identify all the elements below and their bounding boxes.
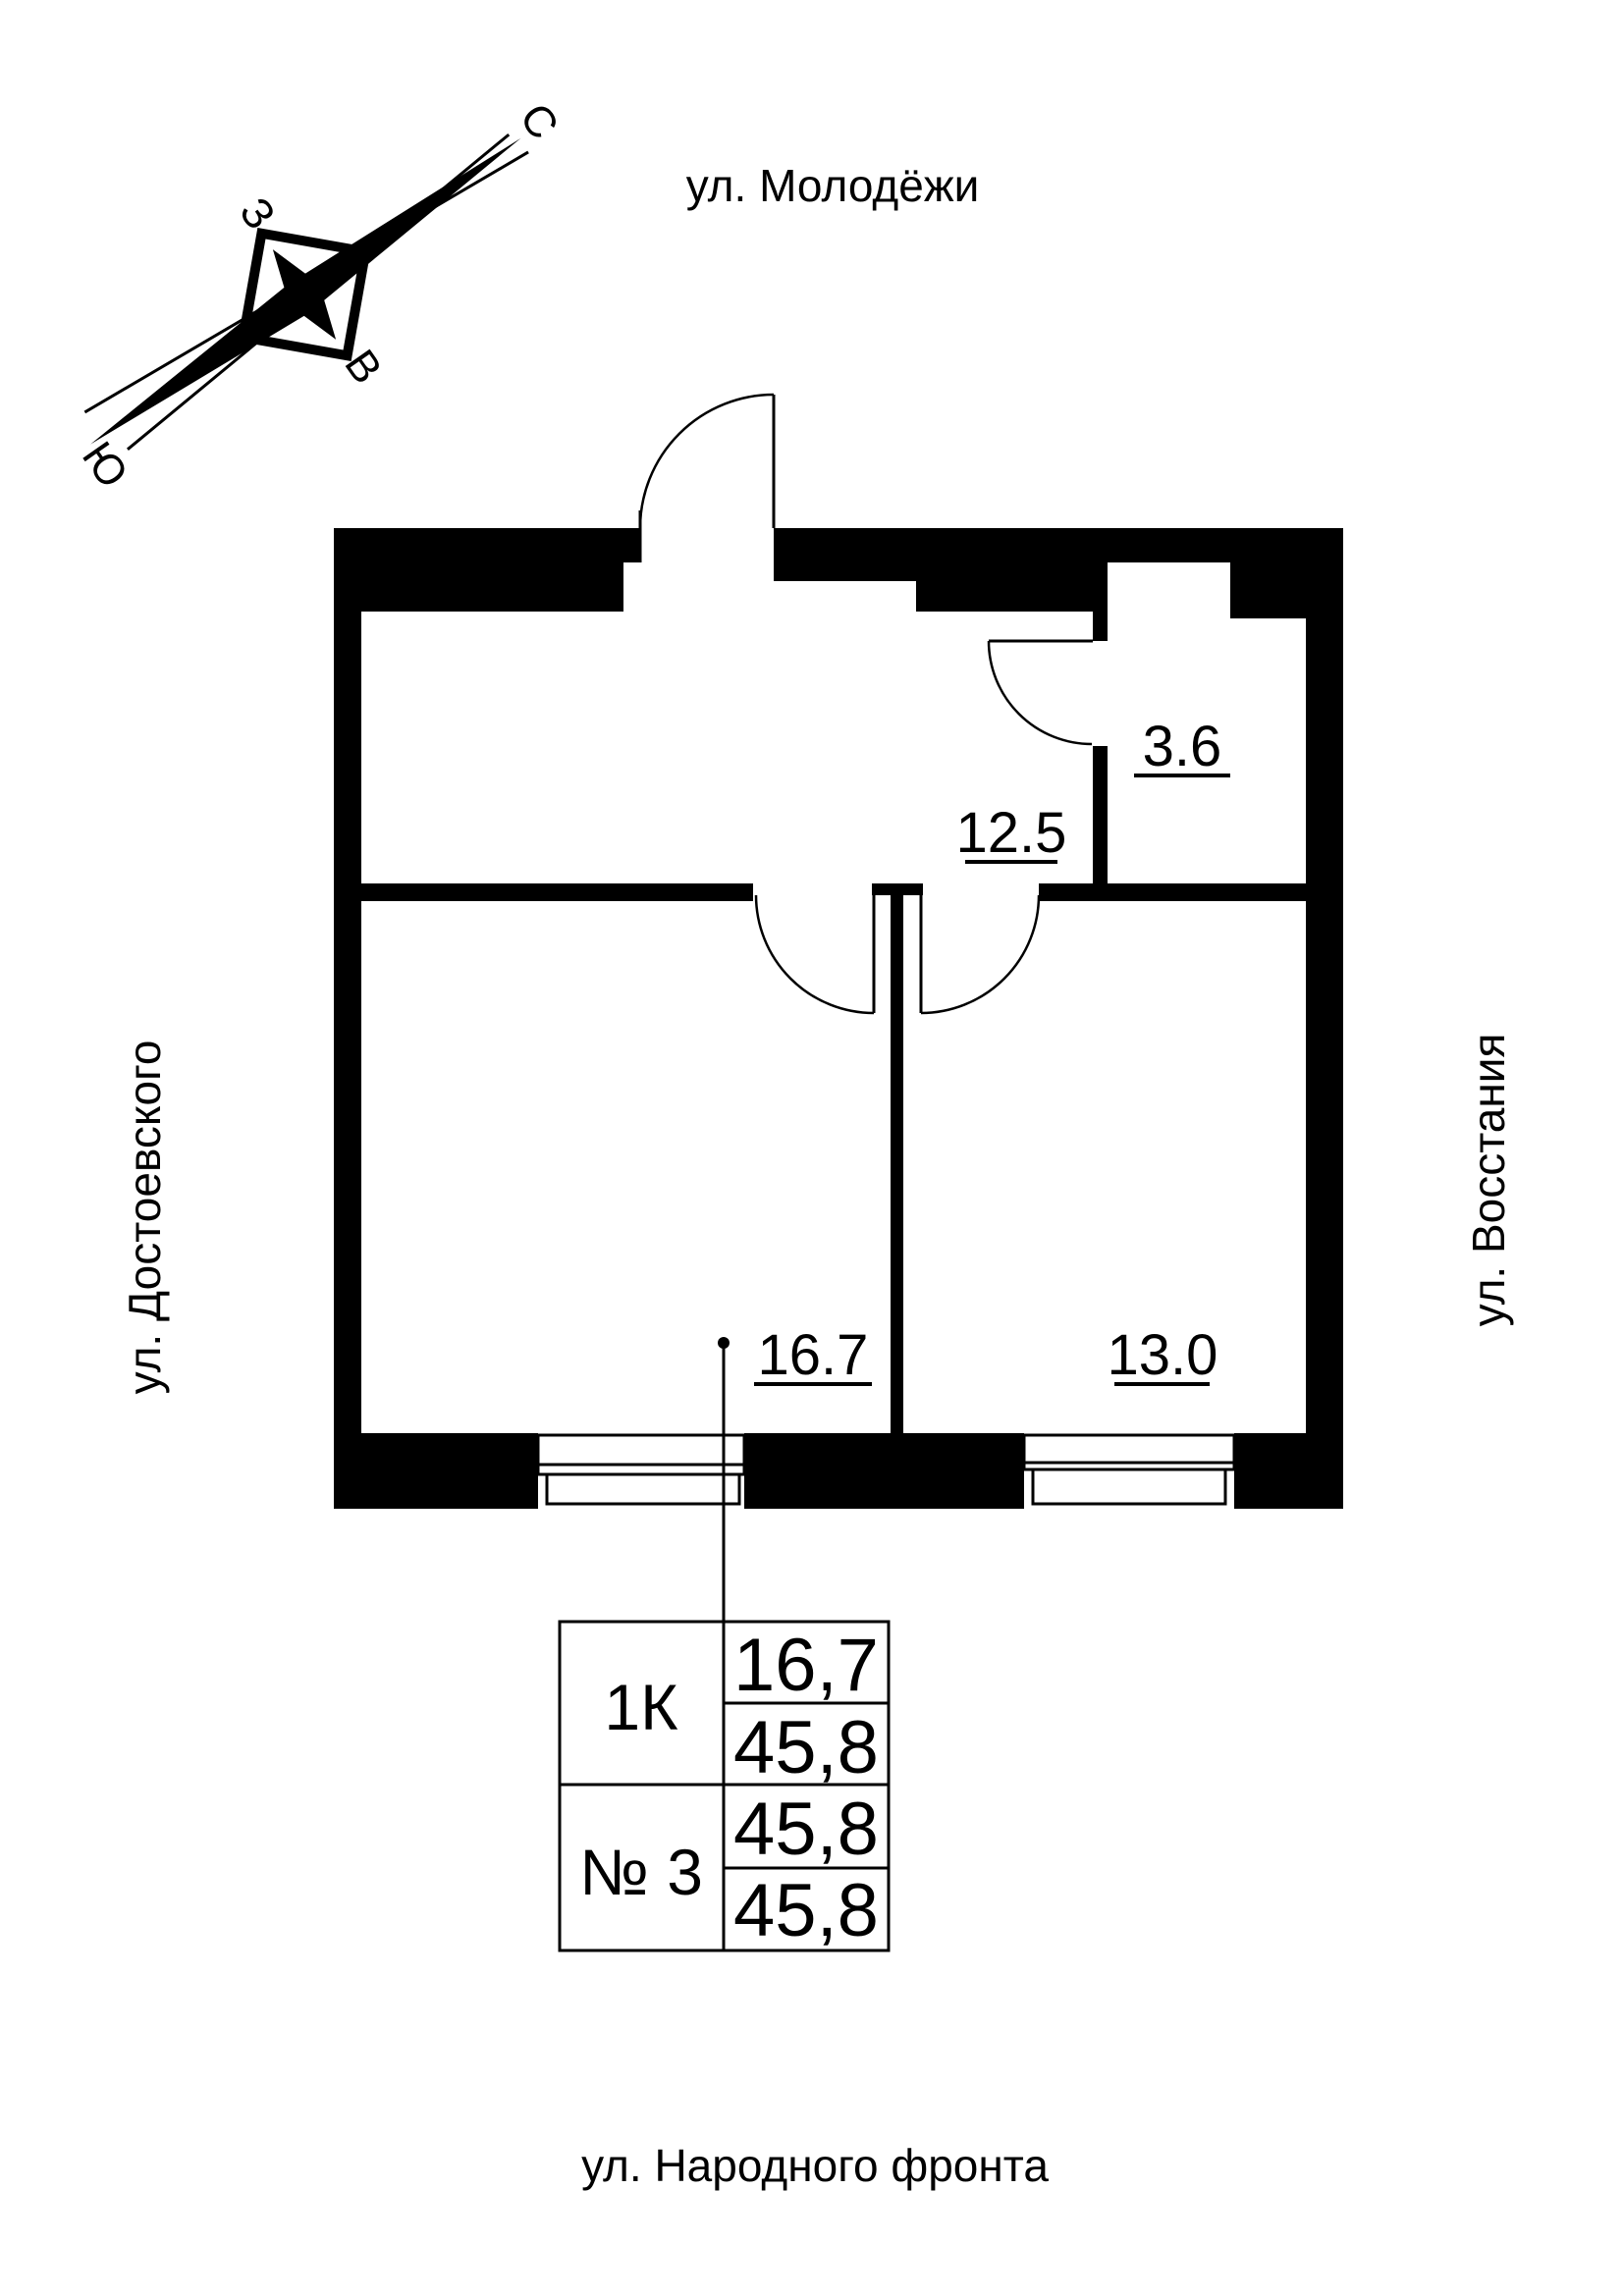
area-cell-total-2: 45,8 xyxy=(733,1788,879,1871)
area-cell-living: 16,7 xyxy=(733,1624,879,1707)
wall-top-right xyxy=(774,528,1343,562)
compass-star xyxy=(206,226,403,363)
window-living-room xyxy=(536,1433,746,1506)
room-label-kitchen: 13.0 xyxy=(1108,1323,1218,1387)
room-label-hallway: 12.5 xyxy=(956,801,1067,865)
wall-divider-right xyxy=(1039,883,1314,901)
wall-bottom-left xyxy=(334,1433,538,1509)
compass-rose xyxy=(83,133,529,451)
wall-door-cap xyxy=(872,883,923,895)
wall-right xyxy=(1306,528,1343,1509)
wall-divider-left xyxy=(361,883,753,901)
wall-bathroom-step xyxy=(1230,562,1306,618)
wall-bottom-right xyxy=(1234,1433,1343,1509)
wall-bottom-middle xyxy=(744,1433,1024,1509)
street-label-right: ул. Восстания xyxy=(1463,1034,1514,1327)
wall-top-left-thick xyxy=(334,562,623,612)
apartment-number-cell: № 3 xyxy=(579,1836,703,1908)
apartment-info-table: 1К № 3 16,7 45,8 45,8 45,8 xyxy=(558,1620,891,1952)
wall-top-left xyxy=(334,528,640,562)
street-label-bottom: ул. Народного фронта xyxy=(581,2140,1049,2191)
compass-label-south: Ю xyxy=(73,433,137,497)
kitchen-door-arc xyxy=(920,894,1041,1015)
wall-left xyxy=(334,528,361,1509)
wall-bathroom-left-stub xyxy=(1093,562,1108,641)
window-kitchen xyxy=(1022,1433,1236,1506)
wall-partition xyxy=(891,895,903,1433)
bathroom-door-arc xyxy=(987,640,1093,746)
compass-label-north: С xyxy=(511,95,568,148)
room-label-living-room: 16.7 xyxy=(758,1323,869,1387)
street-label-top: ул. Молодёжи xyxy=(686,160,980,211)
wall-top-seg-a xyxy=(774,562,916,581)
wall-bathroom-left-lower xyxy=(1093,746,1108,883)
room-label-bathroom: 3.6 xyxy=(1143,715,1222,778)
apartment-type-cell: 1К xyxy=(604,1671,678,1743)
area-cell-total-1: 45,8 xyxy=(733,1706,879,1789)
area-cell-total-3: 45,8 xyxy=(733,1869,879,1952)
compass-diamond xyxy=(237,227,372,362)
leader-dot xyxy=(718,1337,730,1349)
entrance-door-arc xyxy=(638,393,775,529)
street-label-left: ул. Достоевского xyxy=(119,1041,170,1395)
wall-top-seg-b xyxy=(916,562,1093,612)
living-room-door-arc xyxy=(754,894,875,1015)
